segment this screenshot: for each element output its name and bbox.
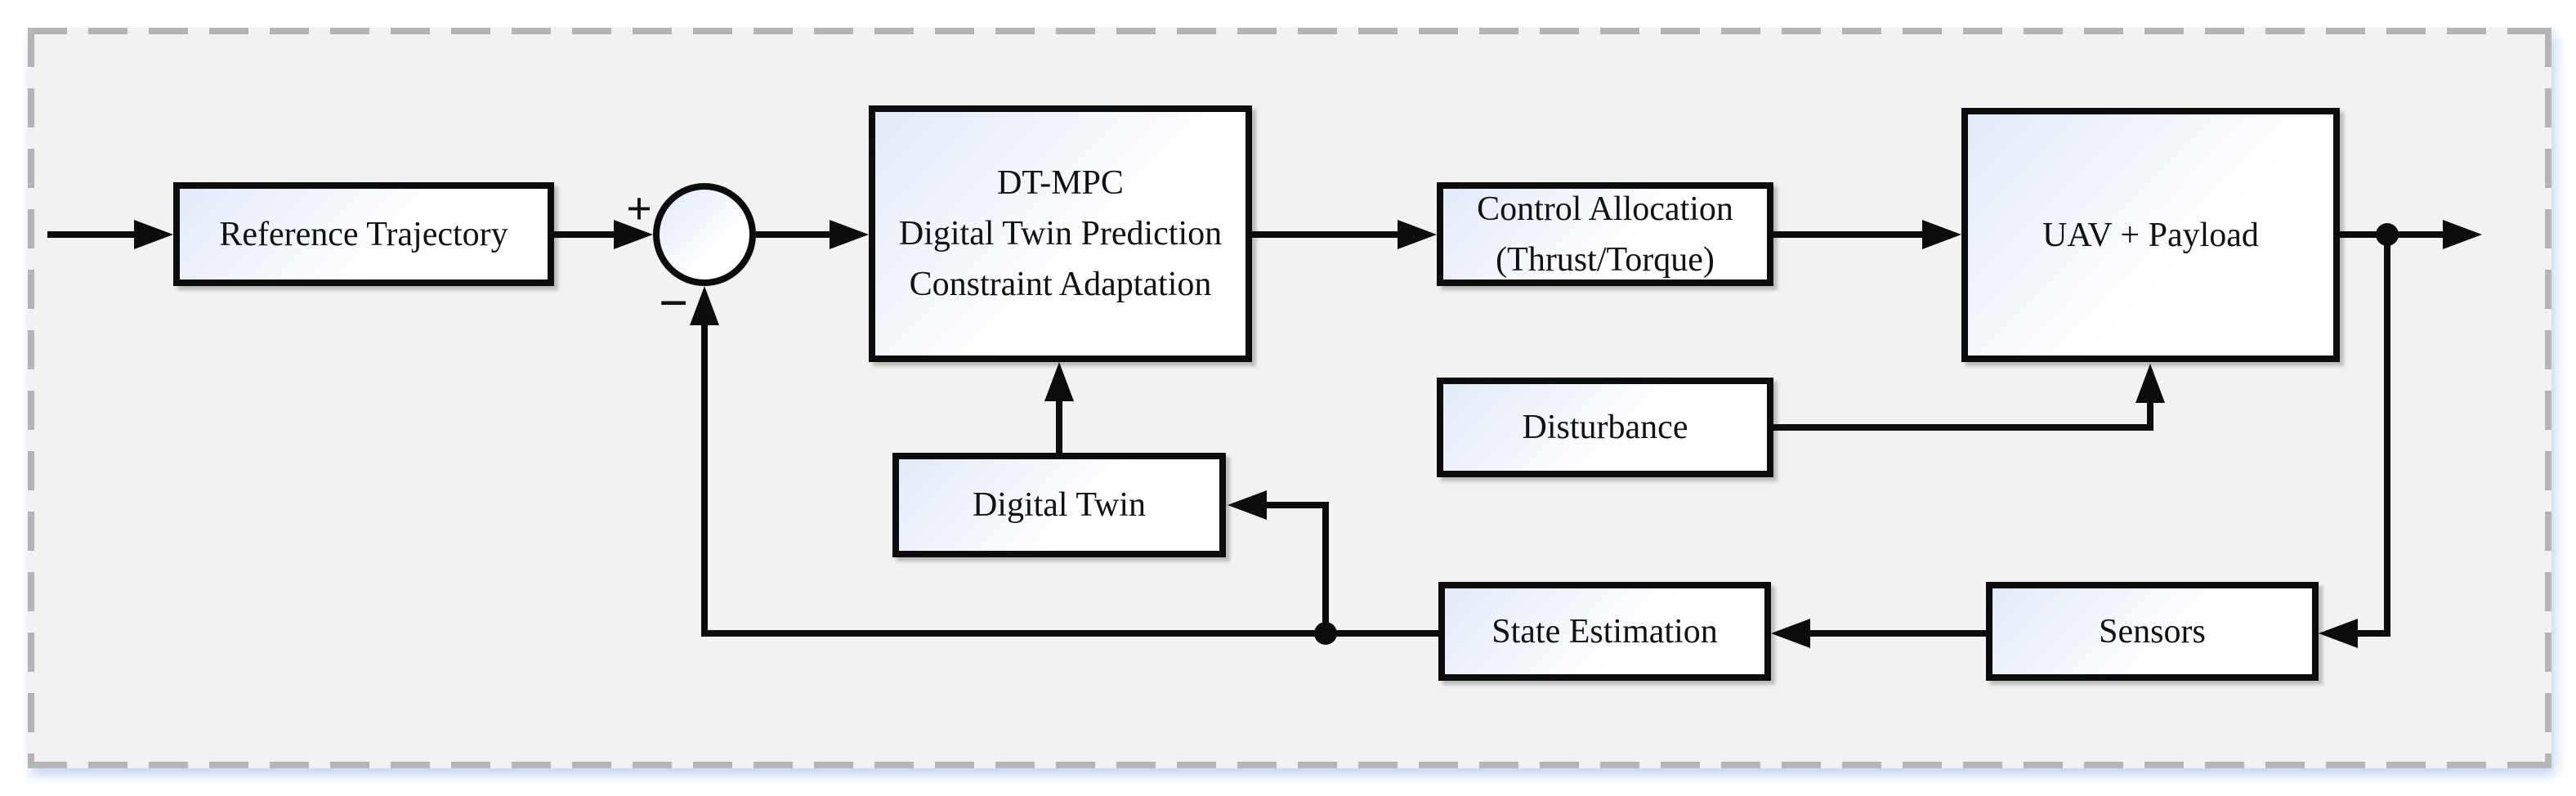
feedback-to-sum-line [701, 322, 708, 633]
dt-mpc-label-line3: Constraint Adaptation [909, 266, 1212, 303]
dashed-border-left [28, 28, 34, 768]
dtmpc-to-control-allocation-line [1252, 231, 1399, 238]
entry-line [47, 231, 137, 238]
uav-payload-block: UAV + Payload [1961, 108, 2340, 362]
sum-to-dtmpc-line [756, 231, 831, 238]
dt-mpc-label-line1: DT-MPC [997, 164, 1124, 202]
sensors-label: Sensors [2099, 612, 2206, 651]
digital-twin-to-dtmpc-line [1056, 398, 1062, 456]
digital-twin-label: Digital Twin [972, 486, 1147, 524]
output-junction-dot [2376, 223, 2399, 246]
state-estimation-label: State Estimation [1491, 612, 1718, 651]
control-allocation-label-line1: Control Allocation [1477, 190, 1733, 228]
summing-junction-circle [653, 183, 756, 286]
control-allocation-label-line2: (Thrust/Torque) [1496, 240, 1715, 279]
minus-sign-glyph: − [658, 274, 689, 332]
dashed-border-bottom [28, 762, 2551, 768]
sensors-block: Sensors [1986, 582, 2319, 681]
state-estimation-block: State Estimation [1438, 582, 1771, 681]
dt-mpc-block: DT-MPC Digital Twin Prediction Constrain… [869, 105, 1252, 362]
reference-trajectory-label: Reference Trajectory [219, 215, 508, 253]
reference-trajectory-block: Reference Trajectory [173, 182, 554, 286]
sensors-to-state-estimation-line [1810, 630, 1986, 637]
summing-junction-minus-sign: − [649, 274, 698, 332]
output-branch-down-line [2384, 235, 2390, 637]
disturbance-label: Disturbance [1522, 409, 1688, 446]
digital-twin-block: Digital Twin [892, 453, 1226, 557]
uav-payload-label: UAV + Payload [2042, 216, 2259, 254]
dt-mpc-label-line2: Digital Twin Prediction [898, 215, 1223, 253]
dashed-border-right [2545, 28, 2551, 768]
reference-to-sum-line [554, 231, 616, 238]
branch-to-sensors-line [2358, 630, 2390, 637]
disturbance-horizontal-line [1773, 424, 2153, 431]
dashed-border-top [28, 28, 2551, 34]
control-allocation-to-uav-line [1773, 231, 1924, 238]
disturbance-block: Disturbance [1437, 378, 1773, 477]
feedback-branch-to-digital-twin-horizontal-line [1267, 502, 1326, 508]
feedback-junction-dot [1314, 622, 1337, 645]
disturbance-vertical-line [2147, 400, 2153, 431]
feedback-branch-to-digital-twin-vertical-line [1322, 502, 1329, 637]
control-allocation-block: Control Allocation (Thrust/Torque) [1437, 182, 1773, 286]
state-estimation-feedback-line [701, 630, 1438, 637]
